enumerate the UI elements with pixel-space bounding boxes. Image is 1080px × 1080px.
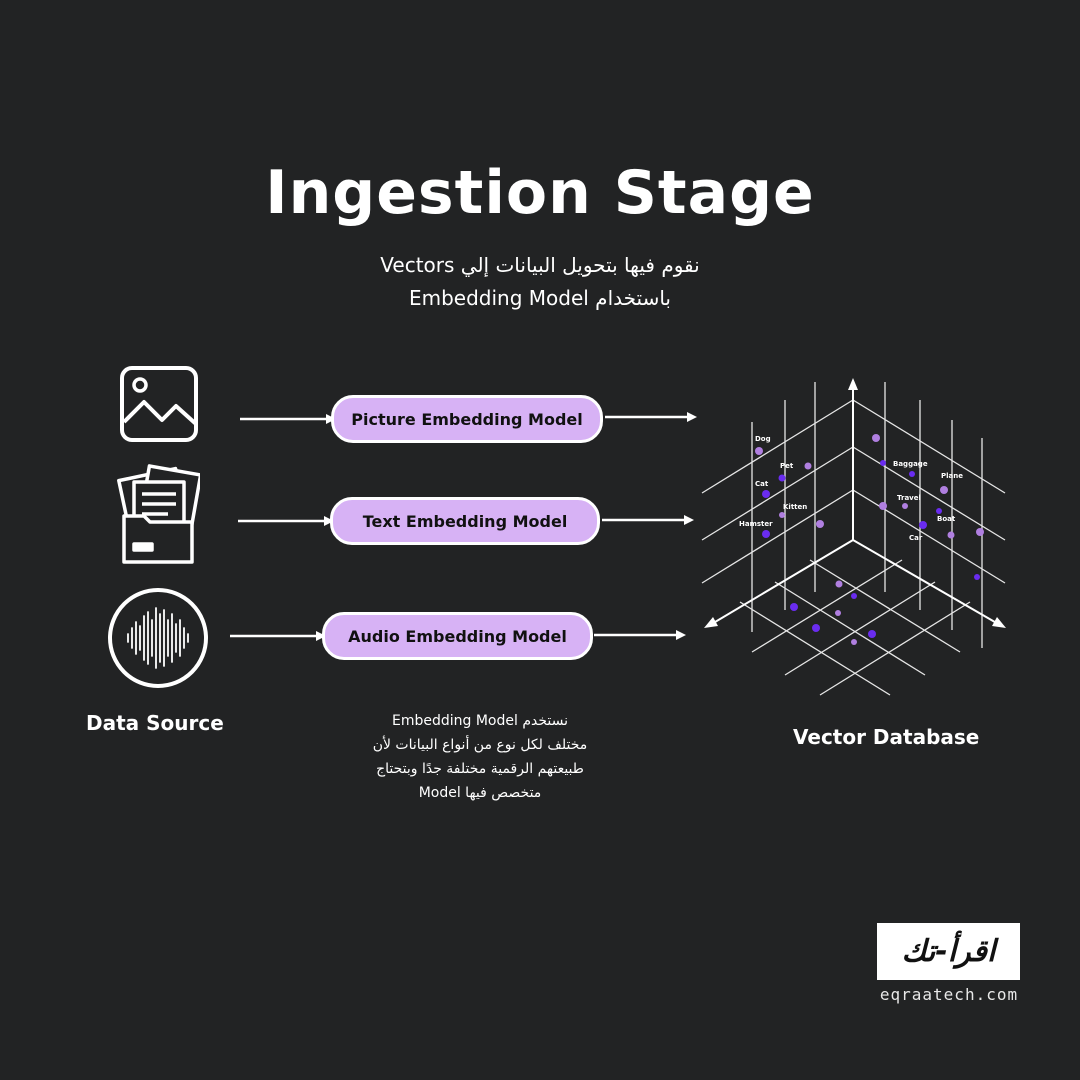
picture-embedding-model: Picture Embedding Model [331,395,603,443]
point-label-baggage: Baggage [893,460,928,468]
arrow-picture-model-to-db [605,412,697,422]
point-label-kitten: Kitten [783,503,807,511]
point-label-cat: Cat [755,480,769,488]
point-label-boat: Boat [937,515,956,523]
note-line-2: مختلف لكل نوع من أنواع البيانات لأن [372,737,588,753]
note-line-4: Model متخصص فيها [418,785,542,801]
arrow-source-to-audio-model [230,631,326,641]
note-line-1: نستخدم Embedding Model [391,713,568,729]
page-title: Ingestion Stage [265,158,815,228]
vector-space-graph: Dog Pet Cat Kitten Hamster Baggage Plane… [701,378,1006,696]
point-label-travel: Travel [897,494,921,502]
brand-logo[interactable]: اقرأ-تك [877,923,1020,980]
data-source-label: Data Source [86,711,224,735]
subtitle-line-2: باستخدام Embedding Model [408,286,671,310]
audio-embedding-model: Audio Embedding Model [322,612,593,660]
model-note: نستخدم Embedding Model مختلف لكل نوع من … [330,709,630,805]
audio-wave-icon [108,588,208,688]
arrow-audio-model-to-db [594,630,686,640]
vector-database-label: Vector Database [793,725,980,749]
arrow-source-to-picture-model [240,414,336,424]
point-label-car: Car [909,534,923,542]
subtitle-line-1: نقوم فيها بتحويل البيانات إلي Vectors [380,253,700,277]
arrow-text-model-to-db [602,515,694,525]
point-label-dog: Dog [755,435,771,443]
point-label-plane: Plane [941,472,963,480]
point-label-hamster: Hamster [739,520,773,528]
brand-logo-text: اقرأ-تك [901,934,996,969]
arrow-source-to-text-model [238,516,334,526]
image-icon [120,366,198,442]
point-label-pet: Pet [780,462,794,470]
brand-site-link[interactable]: eqraatech.com [879,985,1019,1004]
document-folder-icon [117,464,200,564]
note-line-3: طبيعتهم الرقمية مختلفة جدًا وبتحتاج [376,761,584,777]
text-embedding-model: Text Embedding Model [330,497,600,545]
